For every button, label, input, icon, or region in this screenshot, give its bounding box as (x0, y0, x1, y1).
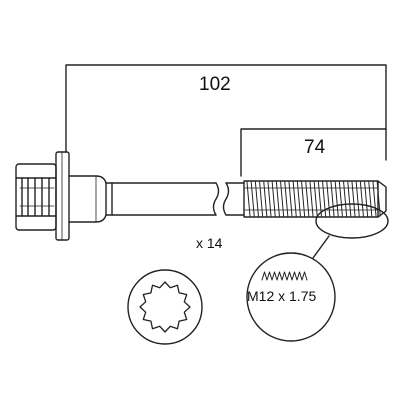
overall-length-label: 102 (199, 74, 231, 95)
bolt-end-view (127, 269, 203, 345)
overall-length-dimension-line (65, 64, 387, 161)
bolt-thread (243, 180, 387, 218)
thread-hatching (246, 181, 381, 217)
thread-length-dimension-line (240, 128, 387, 177)
quantity-label: x 14 (196, 235, 223, 251)
bolt-shank (68, 175, 245, 223)
thread-spec-label: M12 x 1.75 (247, 288, 317, 304)
thread-length-label: 74 (304, 137, 326, 158)
thread-detail-callout (246, 203, 389, 342)
bolt-head (15, 151, 70, 241)
thread-detail-zigzag (261, 271, 308, 281)
